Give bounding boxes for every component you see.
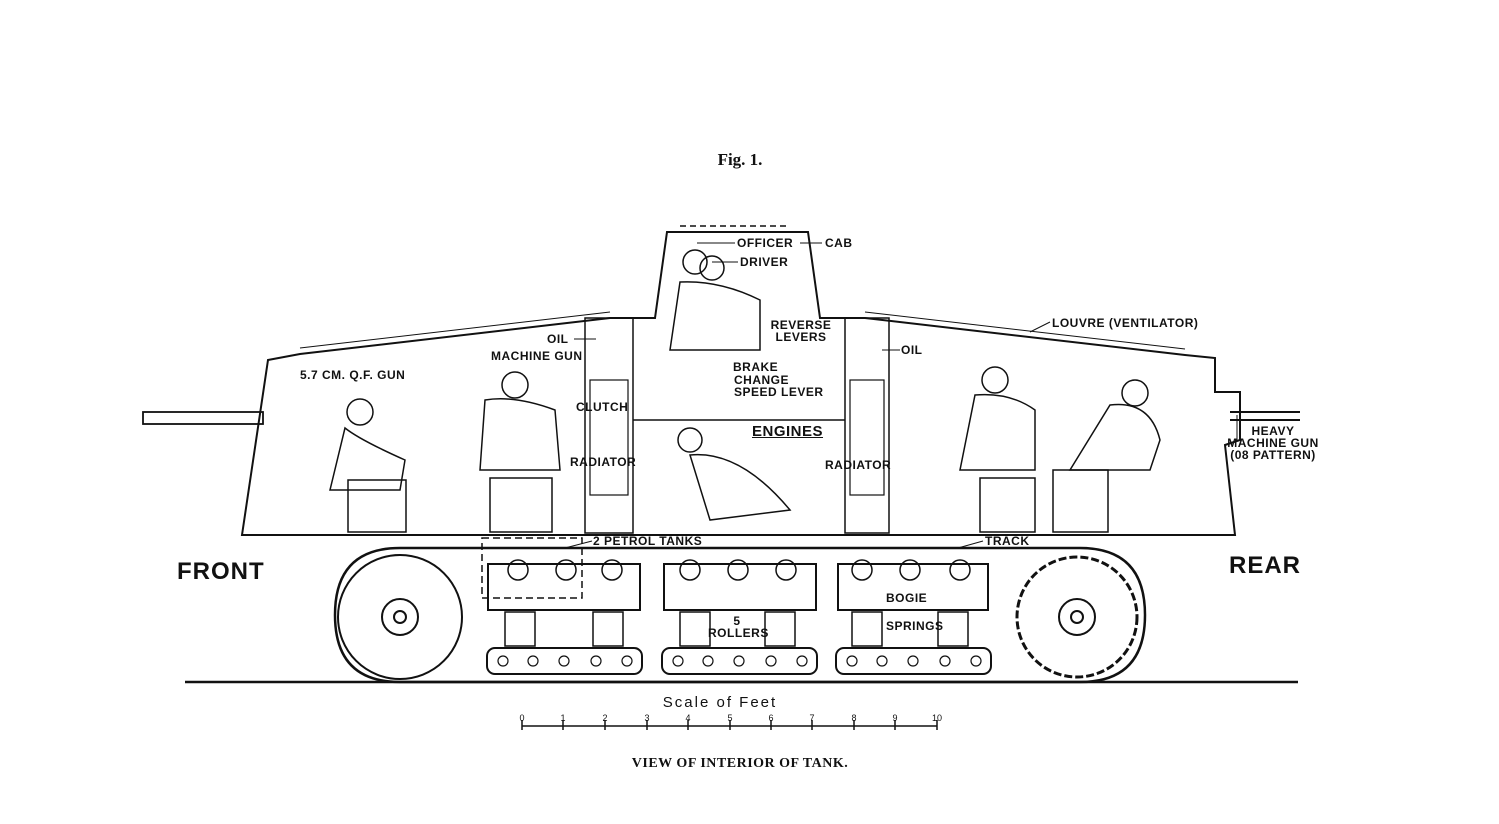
clutch-label: CLUTCH bbox=[576, 400, 629, 414]
right-bulkhead bbox=[844, 317, 890, 534]
machine-gun-label: MACHINE GUN bbox=[491, 349, 583, 363]
driver-label: DRIVER bbox=[740, 255, 789, 269]
bogie-label: BOGIE bbox=[886, 591, 928, 605]
front-label: FRONT bbox=[177, 558, 265, 585]
bogie-3 bbox=[837, 563, 989, 611]
main-gun-barrel bbox=[142, 411, 264, 425]
gun-57-label: 5.7 CM. Q.F. GUN bbox=[300, 368, 406, 382]
cab-label: CAB bbox=[825, 236, 853, 250]
rear-label: REAR bbox=[1229, 552, 1302, 579]
left-bulkhead bbox=[584, 317, 634, 534]
brake-label: BRAKE bbox=[733, 360, 779, 374]
petrol-tanks-label: 2 PETROL TANKS bbox=[593, 534, 703, 548]
scale-bar bbox=[521, 720, 938, 730]
track-outline bbox=[333, 546, 1147, 684]
figure-caption: VIEW OF INTERIOR OF TANK. bbox=[631, 756, 849, 771]
petrol-tanks-outline bbox=[481, 537, 583, 599]
officer-label: OFFICER bbox=[737, 236, 794, 250]
radiator-right-label: RADIATOR bbox=[825, 458, 892, 472]
scale-tick: 3 bbox=[644, 713, 650, 723]
bogie-2 bbox=[663, 563, 817, 611]
track-label: TRACK bbox=[985, 534, 1030, 548]
reverse-levers-label: REVERSE LEVERS bbox=[770, 318, 832, 344]
figure-title: Fig. 1. bbox=[717, 150, 763, 169]
oil-right-label: OIL bbox=[901, 343, 923, 357]
bogie-1 bbox=[487, 563, 641, 611]
engines-label: ENGINES bbox=[752, 423, 824, 440]
springs-label: SPRINGS bbox=[886, 619, 944, 633]
scale-tick: 1 bbox=[560, 713, 566, 723]
scale-tick: 0 bbox=[519, 713, 525, 723]
scale-tick: 4 bbox=[685, 713, 691, 723]
front-idler-wheel bbox=[337, 554, 463, 680]
oil-left-label: OIL bbox=[547, 332, 569, 346]
rear-sprocket-wheel bbox=[1015, 555, 1139, 679]
louvre-label: LOUVRE (VENTILATOR) bbox=[1052, 316, 1199, 330]
lower-rollers-1 bbox=[486, 647, 643, 675]
scale-tick: 5 bbox=[727, 713, 733, 723]
scale-tick: 7 bbox=[809, 713, 815, 723]
rollers-label: 5 ROLLERS bbox=[708, 614, 769, 640]
scale-tick: 6 bbox=[768, 713, 774, 723]
scale-tick: 8 bbox=[851, 713, 857, 723]
radiator-left-label: RADIATOR bbox=[570, 455, 637, 469]
scale-tick: 10 bbox=[931, 713, 942, 723]
heavy-machine-gun-label: HEAVY MACHINE GUN (08 PATTERN) bbox=[1227, 424, 1319, 462]
scale-tick: 2 bbox=[602, 713, 608, 723]
scale-tick: 9 bbox=[892, 713, 898, 723]
change-speed-lever-label: CHANGE SPEED LEVER bbox=[734, 373, 824, 399]
lower-rollers-3 bbox=[835, 647, 992, 675]
lower-rollers-2 bbox=[661, 647, 818, 675]
scale-title: Scale of Feet bbox=[662, 694, 778, 711]
